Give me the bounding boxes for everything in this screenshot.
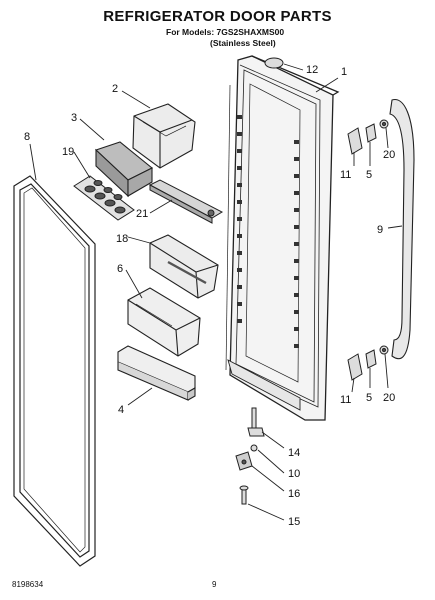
callout-20a: 20 [383,149,395,161]
door-bin-18[interactable] [149,234,219,299]
variant-line: (Stainless Steel) [210,38,276,48]
callouts: 1 2 3 8 19 12 21 18 6 4 9 11 5 20 11 5 2… [24,64,395,528]
door-gasket[interactable] [13,175,96,567]
hinge-bracket[interactable] [235,451,253,471]
callout-20b: 20 [383,392,395,404]
hinge-pin[interactable] [247,407,265,437]
callout-19: 19 [62,146,74,158]
hinge-screw-15[interactable] [239,485,249,505]
callout-6: 6 [117,263,123,275]
callout-11a: 11 [340,169,351,181]
callout-1: 1 [341,66,347,78]
leader-lines [29,63,403,521]
callout-21: 21 [136,208,148,220]
callout-16: 16 [288,488,300,500]
handle-hardware-bottom[interactable] [347,345,389,381]
callout-15: 15 [288,516,300,528]
hinge-screw-10[interactable] [250,444,258,452]
egg-tray[interactable] [73,175,135,221]
callout-4: 4 [118,404,124,416]
callout-11b: 11 [340,394,351,406]
callout-5b: 5 [366,392,372,404]
callout-3: 3 [71,112,77,124]
dairy-cover[interactable] [94,141,154,198]
door-assembly[interactable] [225,55,340,421]
models-line: For Models: 7GS2SHAXMS00 [166,27,285,37]
handle-hardware-top[interactable] [347,119,389,155]
trim-strip[interactable] [148,179,224,224]
door-handle[interactable] [389,99,415,360]
door-cap[interactable] [264,57,284,69]
callout-10: 10 [288,468,300,480]
page-number: 9 [212,580,217,589]
callout-18: 18 [116,233,128,245]
door-bin-4[interactable] [117,345,196,401]
callout-8: 8 [24,131,30,143]
page-title: REFRIGERATOR DOOR PARTS [103,8,332,25]
callout-5a: 5 [366,169,372,181]
callout-2: 2 [112,83,118,95]
doc-number: 8198634 [12,580,44,589]
callout-9: 9 [377,224,383,236]
top-bin[interactable] [132,103,196,169]
callout-12: 12 [306,64,318,76]
callout-14: 14 [288,447,300,459]
door-bin-6[interactable] [127,287,201,357]
